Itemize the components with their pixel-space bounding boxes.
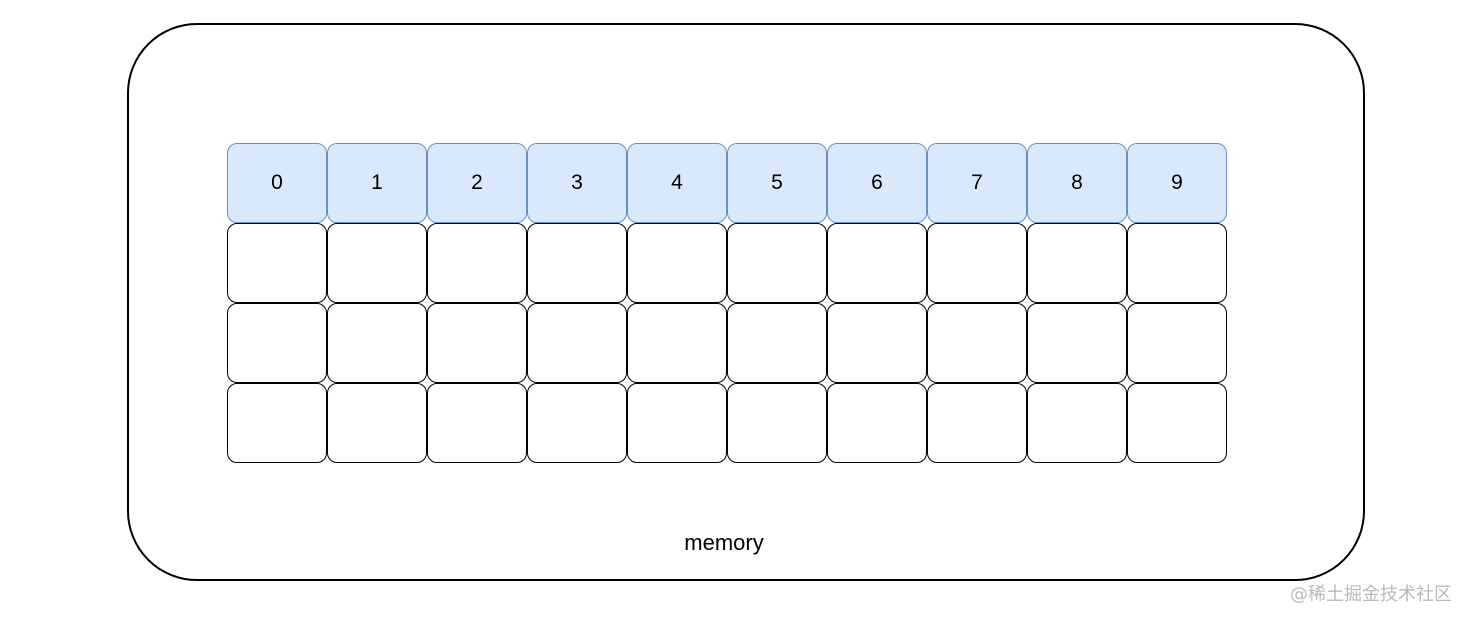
memory-cell-r1-c0 — [227, 223, 327, 303]
memory-cell-r3-c8 — [1027, 383, 1127, 463]
memory-cell-r2-c4 — [627, 303, 727, 383]
memory-cell-r2-c0 — [227, 303, 327, 383]
memory-cell-r2-c5 — [727, 303, 827, 383]
memory-cell-r1-c5 — [727, 223, 827, 303]
header-cell-5: 5 — [727, 143, 827, 223]
header-cell-1: 1 — [327, 143, 427, 223]
memory-container — [127, 23, 1365, 581]
header-cell-2: 2 — [427, 143, 527, 223]
memory-cell-r2-c2 — [427, 303, 527, 383]
memory-cell-r3-c6 — [827, 383, 927, 463]
header-cell-3: 3 — [527, 143, 627, 223]
header-cell-6: 6 — [827, 143, 927, 223]
watermark: @稀土掘金技术社区 — [1290, 584, 1452, 605]
header-cell-9: 9 — [1127, 143, 1227, 223]
header-cell-4: 4 — [627, 143, 727, 223]
header-cell-0: 0 — [227, 143, 327, 223]
memory-cell-r1-c8 — [1027, 223, 1127, 303]
memory-cell-r3-c9 — [1127, 383, 1227, 463]
memory-cell-r2-c9 — [1127, 303, 1227, 383]
memory-cell-r3-c4 — [627, 383, 727, 463]
memory-cell-r3-c7 — [927, 383, 1027, 463]
header-cell-8: 8 — [1027, 143, 1127, 223]
memory-cell-r1-c1 — [327, 223, 427, 303]
memory-cell-r1-c9 — [1127, 223, 1227, 303]
memory-cell-r2-c1 — [327, 303, 427, 383]
memory-cell-r1-c6 — [827, 223, 927, 303]
memory-label: memory — [684, 530, 764, 555]
memory-cell-r2-c6 — [827, 303, 927, 383]
memory-cell-r1-c2 — [427, 223, 527, 303]
memory-cell-r1-c3 — [527, 223, 627, 303]
memory-cell-r2-c7 — [927, 303, 1027, 383]
memory-cell-r2-c3 — [527, 303, 627, 383]
memory-cell-r3-c0 — [227, 383, 327, 463]
memory-cell-r3-c2 — [427, 383, 527, 463]
memory-cell-r3-c1 — [327, 383, 427, 463]
memory-cell-r3-c3 — [527, 383, 627, 463]
memory-cell-r1-c4 — [627, 223, 727, 303]
memory-cell-r3-c5 — [727, 383, 827, 463]
memory-cell-r1-c7 — [927, 223, 1027, 303]
header-cell-7: 7 — [927, 143, 1027, 223]
memory-cell-r2-c8 — [1027, 303, 1127, 383]
